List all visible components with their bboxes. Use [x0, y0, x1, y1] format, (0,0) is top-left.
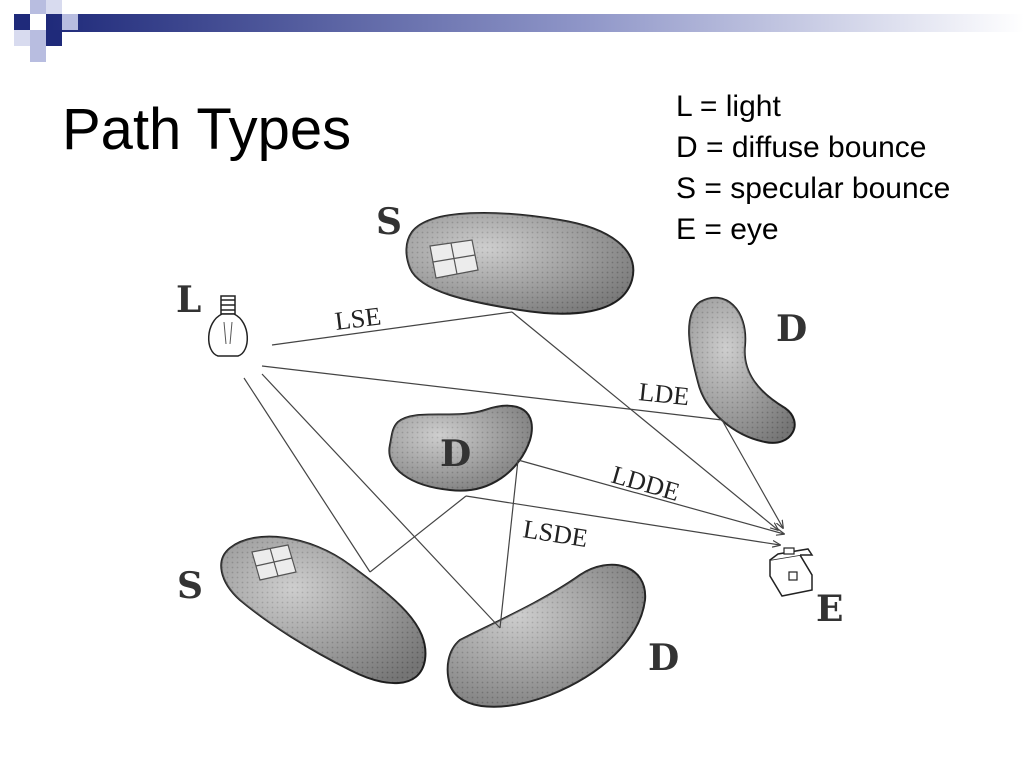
legend-item-eye: E = eye	[676, 213, 779, 246]
deco-square	[30, 46, 46, 62]
surface-diffuse-bottom	[446, 563, 647, 708]
header-decoration	[14, 0, 1024, 62]
label-path-ldde: LDDE	[608, 460, 683, 507]
label-specular-top: S	[376, 201, 402, 243]
path-lsde	[243, 377, 780, 573]
label-path-lsde: LSDE	[521, 514, 590, 553]
legend-item-diffuse: D = diffuse bounce	[676, 131, 927, 164]
label-path-lde: LDE	[637, 377, 690, 411]
deco-square	[46, 0, 62, 14]
deco-square	[14, 30, 30, 46]
path-ldde	[261, 373, 784, 629]
surface-diffuse-center	[388, 404, 533, 492]
label-diffuse-right: D	[776, 308, 807, 350]
deco-square	[46, 30, 62, 46]
label-diffuse-bottom: D	[648, 637, 679, 679]
surface-specular-top	[405, 212, 635, 315]
label-diffuse-center: D	[440, 433, 471, 475]
page-title: Path Types	[62, 97, 352, 162]
header-gradient-bar	[46, 14, 1024, 32]
label-eye: E	[816, 588, 843, 630]
path-lde	[261, 365, 783, 528]
deco-square	[14, 14, 30, 30]
deco-square	[30, 30, 46, 46]
surface-diffuse-right	[688, 296, 796, 444]
deco-square	[30, 0, 46, 14]
mirror-patch-icon	[251, 544, 297, 581]
camera-icon	[769, 547, 814, 597]
deco-square	[62, 14, 78, 30]
mirror-patch-icon	[429, 239, 479, 279]
legend-list: L = light D = diffuse bounce S = specula…	[676, 86, 950, 250]
lightbulb-icon	[208, 295, 248, 357]
surface-specular-bottom	[220, 535, 427, 685]
label-specular-bottom: S	[177, 565, 203, 607]
path-lse	[271, 311, 778, 530]
label-path-lse: LSE	[333, 302, 382, 336]
label-light: L	[176, 279, 201, 321]
legend-item-light: L = light	[676, 90, 781, 123]
legend-item-specular: S = specular bounce	[676, 172, 951, 205]
